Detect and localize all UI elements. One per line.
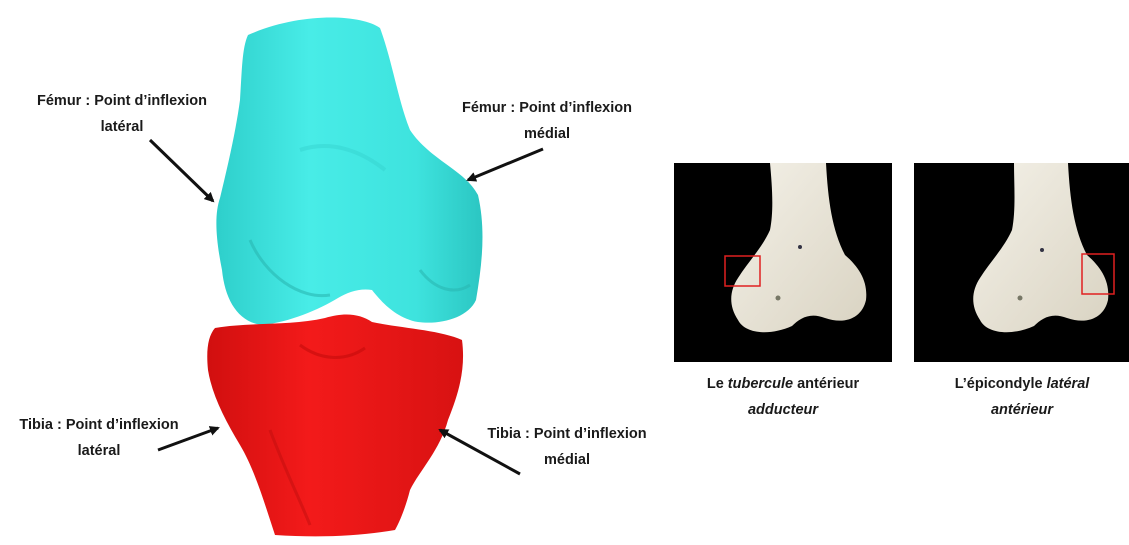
- tibia-model: [207, 315, 463, 537]
- caption-left-italic1: tubercule: [728, 376, 793, 392]
- label-tibia-lateral-line2: latéral: [4, 438, 194, 464]
- label-femur-lateral-line1: Fémur : Point d’inflexion: [22, 88, 222, 114]
- caption-left-middle: antérieur: [793, 376, 859, 392]
- arrow-femur-medial: [468, 149, 543, 180]
- caption-tubercule: Le tubercule antérieur adducteur: [674, 371, 892, 423]
- label-femur-lateral-line2: latéral: [22, 114, 222, 140]
- label-femur-medial-line1: Fémur : Point d’inflexion: [447, 95, 647, 121]
- label-tibia-lateral: Tibia : Point d’inflexion latéral: [4, 412, 194, 464]
- caption-right-italic1: latéral: [1047, 376, 1090, 392]
- label-tibia-medial-line2: médial: [472, 447, 662, 473]
- caption-right-italic2: antérieur: [991, 402, 1053, 418]
- label-tibia-medial-line1: Tibia : Point d’inflexion: [472, 421, 662, 447]
- femur-model: [216, 18, 482, 325]
- photo-tubercule: [674, 163, 892, 362]
- caption-left-prefix: Le: [707, 376, 728, 392]
- caption-left-italic2: adducteur: [748, 402, 818, 418]
- photo-epicondyle: [914, 163, 1129, 362]
- label-tibia-medial: Tibia : Point d’inflexion médial: [472, 421, 662, 473]
- label-femur-medial-line2: médial: [447, 121, 647, 147]
- arrow-femur-lateral: [150, 140, 213, 201]
- label-femur-medial: Fémur : Point d’inflexion médial: [447, 95, 647, 147]
- label-femur-lateral: Fémur : Point d’inflexion latéral: [22, 88, 222, 140]
- caption-right-prefix: L’épicondyle: [955, 376, 1047, 392]
- label-tibia-lateral-line1: Tibia : Point d’inflexion: [4, 412, 194, 438]
- caption-epicondyle: L’épicondyle latéral antérieur: [914, 371, 1129, 423]
